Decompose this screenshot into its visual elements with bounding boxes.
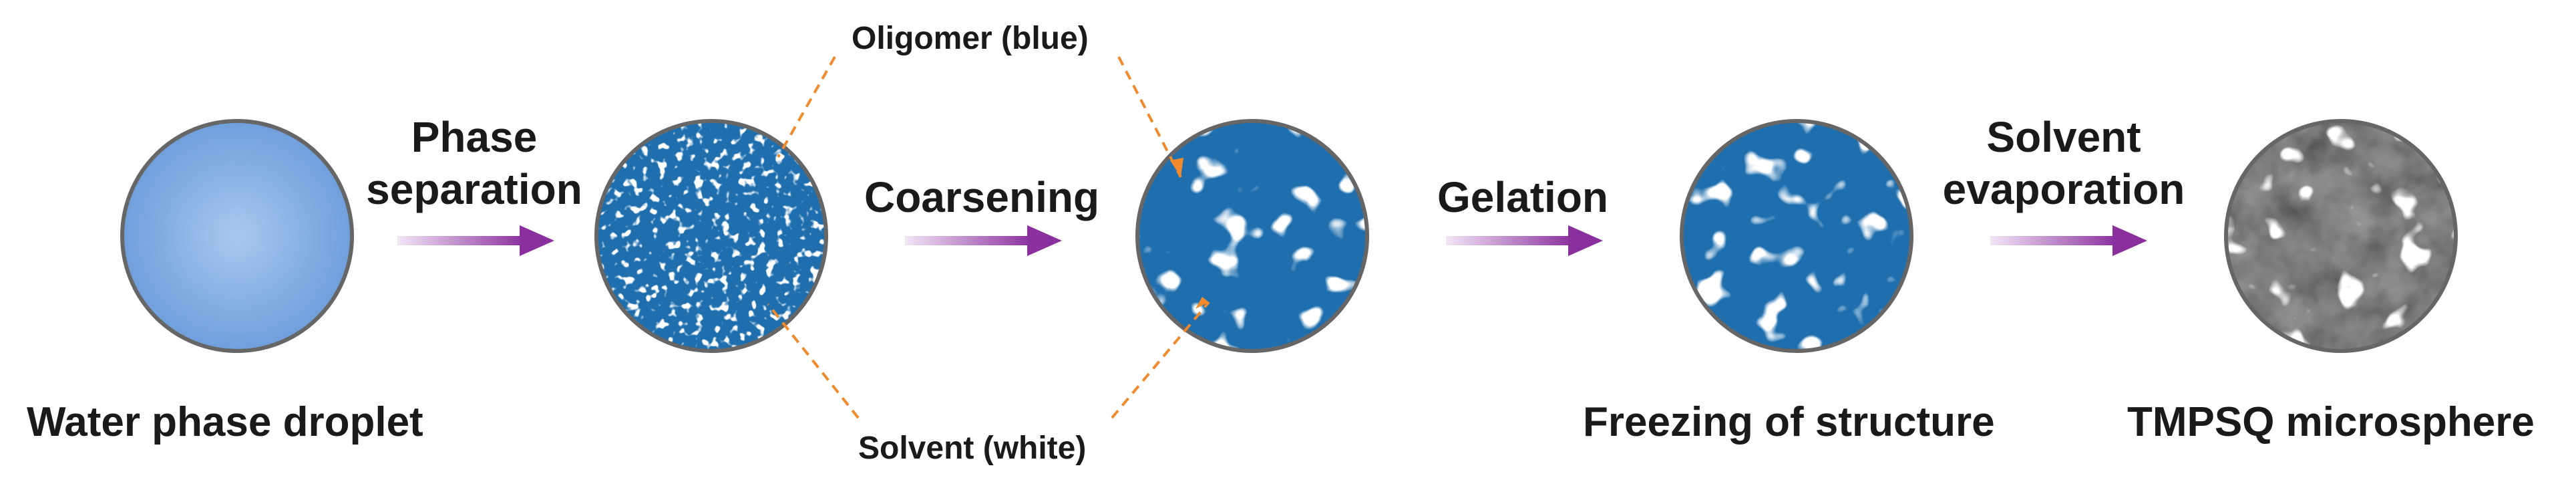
- callout-solvent: Solvent (white): [858, 430, 1087, 466]
- stage-coarsened: [1135, 119, 1369, 353]
- step-label-solvent-evaporation: Solvent evaporation: [1937, 111, 2191, 215]
- step-gelation-line1: Gelation: [1437, 173, 1609, 221]
- stage-droplet: [120, 119, 354, 353]
- caption-tmpsq-microsphere: TMPSQ microsphere: [2127, 399, 2535, 445]
- caption-water-phase-droplet: Water phase droplet: [27, 399, 423, 445]
- arrow-solvent-evaporation: [1990, 225, 2147, 256]
- arrow-coarsening: [905, 225, 1062, 256]
- microsphere-circle: [2224, 119, 2458, 353]
- step-phase-line1: Phase: [411, 113, 538, 161]
- step-label-gelation: Gelation: [1403, 171, 1643, 223]
- step-label-phase-separation: Phase separation: [354, 111, 594, 215]
- separated-circle: [594, 119, 828, 353]
- stage-frozen: [1680, 119, 1913, 353]
- step-solvent-line1: Solvent: [1986, 113, 2141, 161]
- stage-phase-separated: [594, 119, 828, 353]
- callout-lines: [767, 56, 1210, 419]
- step-coarsening-line1: Coarsening: [864, 173, 1100, 221]
- step-solvent-line2: evaporation: [1942, 165, 2185, 213]
- step-label-coarsening: Coarsening: [848, 171, 1115, 223]
- callout-oligomer: Oligomer (blue): [852, 21, 1089, 56]
- stage-microsphere: [2224, 119, 2458, 353]
- caption-freezing-of-structure: Freezing of structure: [1583, 399, 1995, 445]
- frozen-circle: [1680, 119, 1913, 353]
- arrow-gelation: [1446, 225, 1603, 256]
- oligomer-arrowhead: [1170, 158, 1183, 177]
- droplet-circle: [120, 119, 354, 353]
- coarsened-circle: [1135, 119, 1369, 353]
- arrow-phase-separation: [397, 225, 554, 256]
- solvent-arrowhead: [1195, 297, 1209, 309]
- oligomer-leader-right: [1117, 56, 1182, 178]
- oligomer-leader-left: [777, 56, 836, 158]
- step-phase-line2: separation: [366, 165, 582, 213]
- solvent-leader-right: [1111, 301, 1210, 419]
- solvent-leader-left: [767, 303, 860, 419]
